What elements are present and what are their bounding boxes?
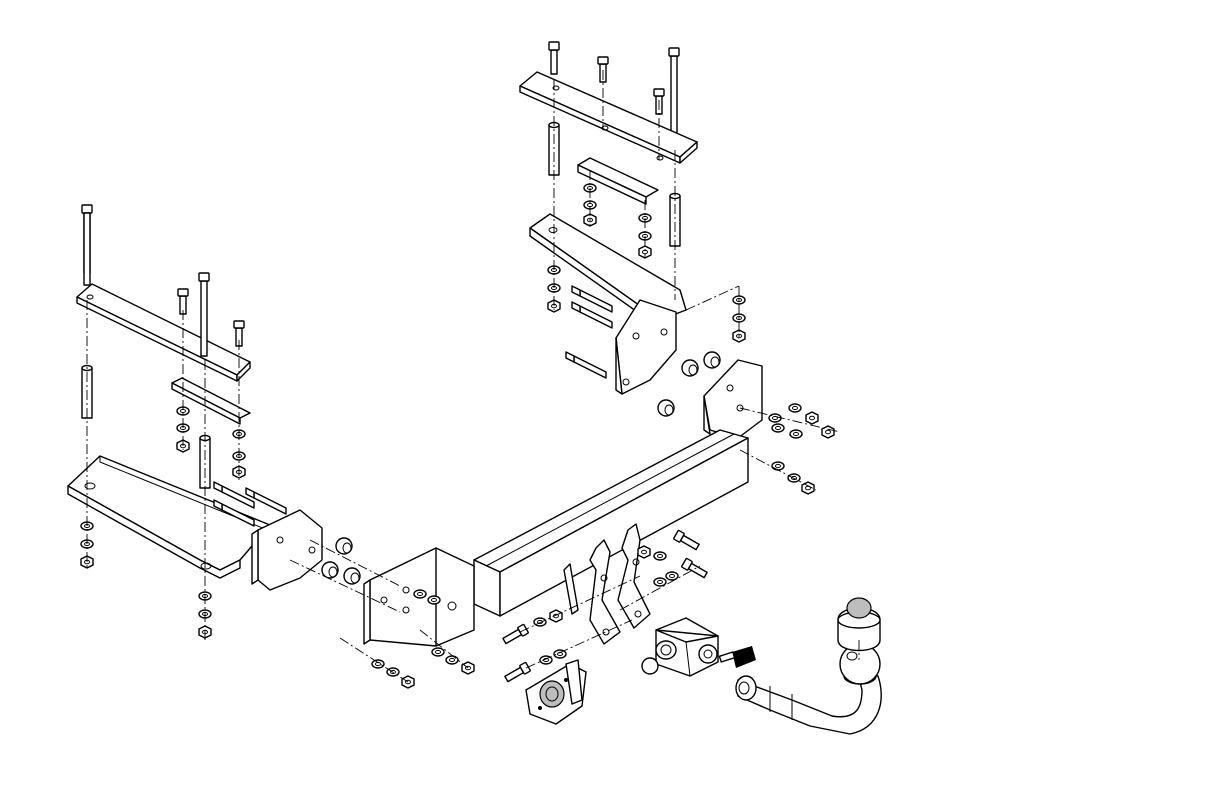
right-mounting-group — [519, 41, 746, 417]
left-top-plate — [76, 283, 251, 376]
left-vertical-plate — [257, 509, 323, 591]
ball-neck — [737, 673, 882, 735]
left-spacer-b — [199, 434, 211, 489]
tow-bracket-right — [617, 523, 651, 629]
lock-key — [732, 646, 756, 668]
right-end-plate — [703, 359, 763, 439]
tow-ball-assembly — [641, 597, 882, 735]
right-spacer-b — [669, 192, 681, 247]
ball-mount-brackets — [501, 523, 709, 725]
left-mounting-group — [67, 204, 323, 640]
right-vertical-plate — [615, 299, 677, 395]
main-crossbar — [289, 359, 841, 689]
tow-bracket-left — [589, 539, 621, 645]
